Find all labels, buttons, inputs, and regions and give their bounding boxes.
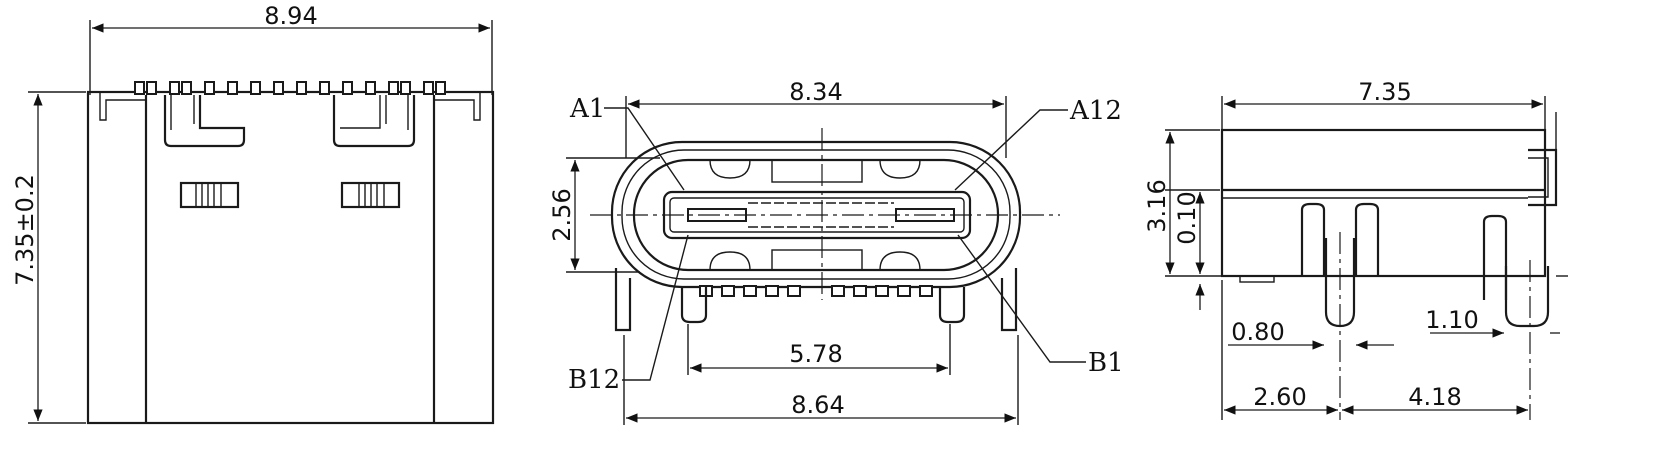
height-label: 3.16 [1143,179,1171,232]
top-pins [134,81,446,95]
offset-label: 0.10 [1173,191,1201,244]
leg-label: 1.10 [1425,306,1478,334]
shell-outline [86,90,495,425]
bottom-pins [699,285,933,297]
height-label: 2.56 [548,188,576,241]
right-ground-tab [1000,268,1018,332]
side-view: 7.35 3.16 0.10 0.80 [1143,78,1568,420]
pin-a1-label: A1 [569,94,605,124]
side-leg-2 [1354,202,1380,276]
right-leg [938,287,966,324]
left-shield-tab [163,95,246,148]
b12-leader [622,234,689,381]
side-body [1220,128,1547,278]
front-bump [1528,148,1558,207]
a1-leader [604,107,685,191]
pin-b12-label: B12 [568,365,620,395]
right-latch-window [340,181,401,209]
side-leg-1 [1300,202,1326,276]
top-width-label: 8.34 [789,78,842,106]
left-ground-tab [614,268,632,332]
length-label: 7.35 [1358,78,1411,106]
pitch-label: 5.78 [789,340,842,368]
left-pitch-label: 2.60 [1253,383,1306,411]
a12-leader [954,109,1068,191]
pin-b1-label: B1 [1088,348,1124,378]
bottom-width-label: 8.64 [791,391,844,419]
right-shield-tab [332,95,416,148]
height-label: 7.35±0.2 [11,174,39,286]
width-label: 8.94 [264,2,317,30]
side-ground-pin [1504,266,1550,328]
front-view: 8.34 2.56 [548,78,1124,425]
side-leg-3 [1482,214,1508,300]
b1-leader [957,234,1086,363]
right-pitch-label: 4.18 [1408,383,1461,411]
pin-a12-label: A12 [1069,96,1122,126]
left-latch-window [179,181,240,209]
tail-label: 0.80 [1231,318,1284,346]
left-leg [680,287,708,324]
top-view: 8.94 [11,2,495,425]
